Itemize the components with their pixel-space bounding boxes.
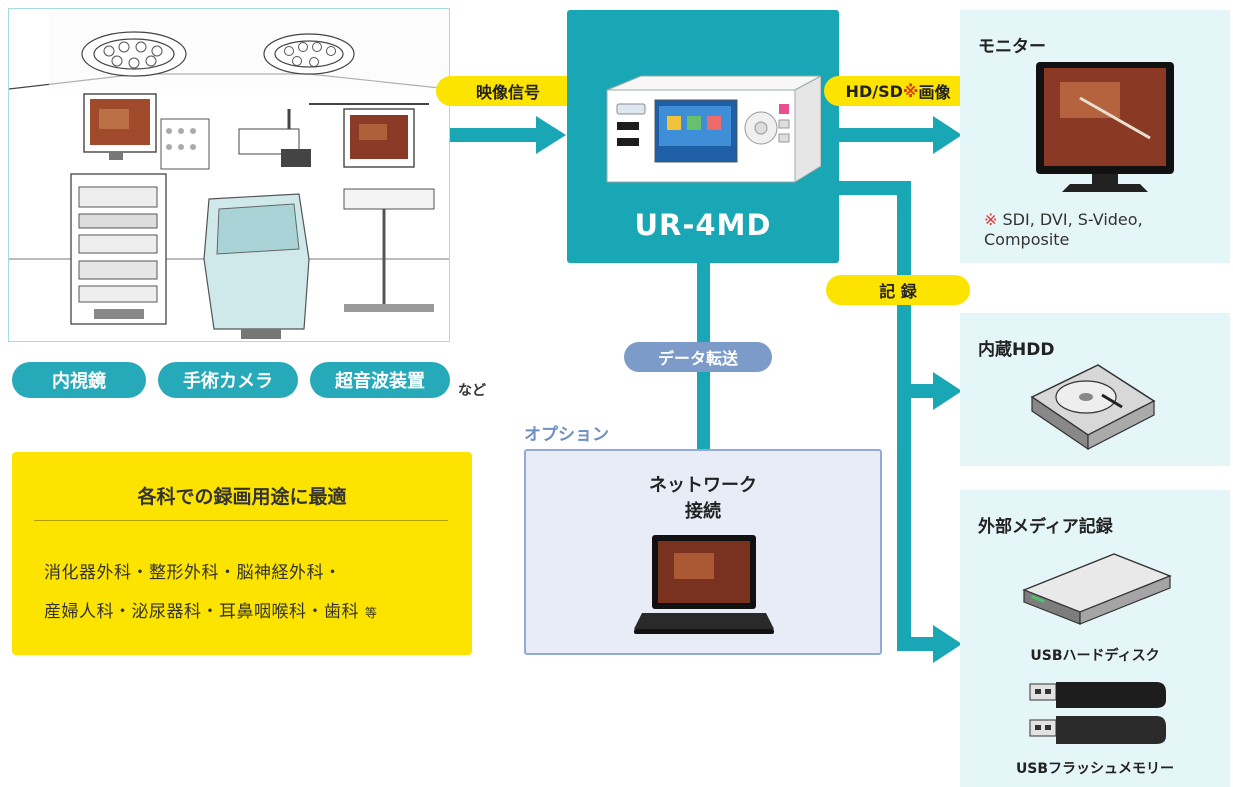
source-endoscope: 内視鏡 bbox=[12, 362, 146, 398]
hdsd-image-label: HD/SD※画像 bbox=[824, 76, 972, 106]
hdsd-suffix: 画像 bbox=[918, 83, 951, 102]
external-media-panel: 外部メディア記録 USBハードディスク USBフラッシュメモリー bbox=[960, 490, 1230, 787]
monitor-icon bbox=[1036, 62, 1174, 192]
info-line-2-suffix: 等 bbox=[364, 606, 378, 620]
network-title-line2: 接続 bbox=[685, 501, 721, 522]
usb-hdd-caption: USBハードディスク bbox=[1030, 648, 1160, 664]
info-line-2-wrap: 産婦人科・泌尿器科・耳鼻咽喉科・歯科 等 bbox=[44, 597, 377, 622]
recorder-device: UR-4MD bbox=[567, 10, 839, 263]
record-label: 記 録 bbox=[826, 275, 970, 305]
monitor-note-line2: Composite bbox=[984, 230, 1070, 249]
monitor-note-mark: ※ bbox=[984, 210, 998, 229]
recorder-device-image bbox=[606, 75, 821, 183]
device-name: UR-4MD bbox=[634, 208, 772, 242]
info-title: 各科での録画用途に最適 bbox=[137, 486, 347, 508]
source-surgical-camera: 手術カメラ bbox=[158, 362, 298, 398]
network-title-line1: ネットワーク bbox=[649, 475, 757, 496]
info-divider bbox=[34, 520, 448, 521]
hard-disk-icon bbox=[1030, 364, 1156, 451]
monitor-note-line1: SDI, DVI, S-Video, bbox=[1002, 210, 1143, 229]
departments-info-box: 各科での録画用途に最適 消化器外科・整形外科・脳神経外科・ 産婦人科・泌尿器科・… bbox=[12, 452, 472, 655]
source-ultrasound: 超音波装置 bbox=[310, 362, 450, 398]
internal-hdd-panel: 内蔵HDD bbox=[960, 313, 1230, 466]
operating-room-illustration bbox=[8, 8, 450, 342]
data-transfer-label: データ転送 bbox=[624, 342, 772, 372]
info-line-2: 産婦人科・泌尿器科・耳鼻咽喉科・歯科 bbox=[44, 602, 359, 622]
etc-label: など bbox=[458, 383, 486, 399]
network-option-box: ネットワーク 接続 bbox=[524, 449, 882, 655]
usb-hard-disk-icon bbox=[1022, 553, 1172, 625]
laptop-icon bbox=[634, 535, 774, 634]
external-title: 外部メディア記録 bbox=[978, 517, 1113, 537]
video-signal-label: 映像信号 bbox=[436, 76, 580, 106]
hdsd-mark: ※ bbox=[902, 81, 919, 101]
hdsd-prefix: HD/SD bbox=[845, 81, 903, 101]
info-line-1: 消化器外科・整形外科・脳神経外科・ bbox=[44, 563, 342, 583]
monitor-note: ※ SDI, DVI, S-Video, Composite bbox=[984, 210, 1143, 250]
usb-flash-caption: USBフラッシュメモリー bbox=[1015, 761, 1175, 777]
hdd-title: 内蔵HDD bbox=[978, 340, 1055, 360]
usb-flash-memory-icon bbox=[1029, 682, 1166, 744]
option-label: オプション bbox=[524, 425, 609, 445]
monitor-title: モニター bbox=[978, 37, 1046, 57]
monitor-panel: モニター ※ SDI, DVI, S-Video, Composite bbox=[960, 10, 1230, 263]
